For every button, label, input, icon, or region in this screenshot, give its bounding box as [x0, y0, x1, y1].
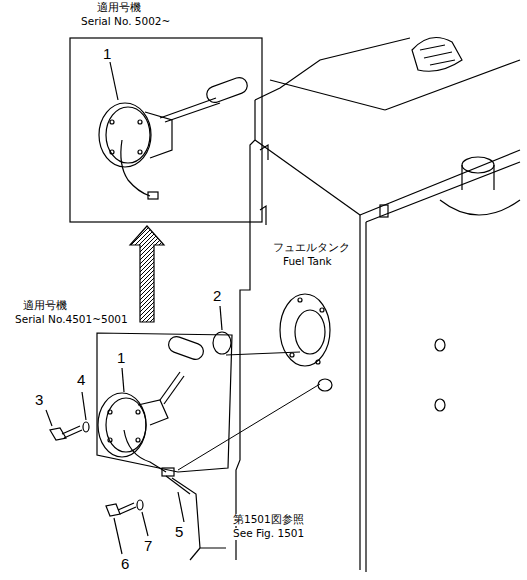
serial-range: Serial No. 5002~: [80, 16, 171, 28]
callout-number: 2: [212, 288, 222, 305]
applicable-serial-jp: 適用号機: [22, 300, 68, 312]
applicable-serial-jp: 適用号機: [96, 2, 142, 14]
callout-number: 1: [116, 350, 126, 367]
callout-number: 4: [76, 372, 86, 389]
callout-number: 5: [174, 524, 184, 541]
serial-range: Serial No.4501~5001: [14, 314, 129, 326]
reference-note-jp: 第1501図参照: [232, 514, 305, 526]
callout-number: 6: [120, 556, 130, 573]
reference-note: See Fig. 1501: [232, 528, 305, 540]
callout-number: 3: [34, 392, 44, 409]
callout-number: 7: [143, 538, 153, 555]
callout-number: 1: [102, 46, 112, 63]
part-name-jp: フュエルタンク: [272, 242, 351, 254]
part-name: Fuel Tank: [282, 256, 333, 268]
